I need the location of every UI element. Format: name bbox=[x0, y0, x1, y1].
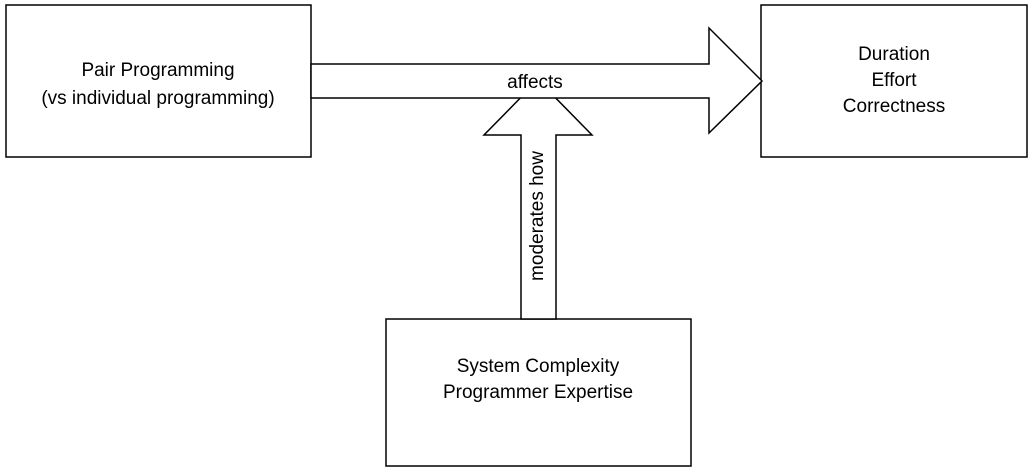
affects-arrow-shape bbox=[310, 26, 764, 135]
moderators-node: System Complexity Programmer Expertise bbox=[385, 318, 692, 467]
treatment-box bbox=[5, 4, 312, 158]
affects-edge: affects bbox=[310, 26, 764, 135]
moderators-label-line-2: Programmer Expertise bbox=[443, 382, 633, 403]
outcomes-label-line-3: Correctness bbox=[843, 96, 945, 117]
moderates-edge bbox=[482, 78, 594, 320]
treatment-label-line-2: (vs individual programming) bbox=[41, 88, 274, 109]
moderates-label: moderates how bbox=[527, 151, 548, 281]
outcomes-node: Duration Effort Correctness bbox=[760, 4, 1028, 158]
moderators-box bbox=[385, 318, 692, 467]
moderates-arrow-shape bbox=[482, 78, 594, 320]
outcomes-label-line-2: Effort bbox=[871, 70, 917, 91]
outcomes-label-line-1: Duration bbox=[858, 44, 930, 65]
treatment-label-line-1: Pair Programming bbox=[81, 60, 234, 81]
affects-label: affects bbox=[507, 72, 563, 93]
treatment-node: Pair Programming (vs individual programm… bbox=[5, 4, 312, 158]
outcomes-box bbox=[760, 4, 1028, 158]
moderators-label-line-1: System Complexity bbox=[457, 356, 620, 377]
